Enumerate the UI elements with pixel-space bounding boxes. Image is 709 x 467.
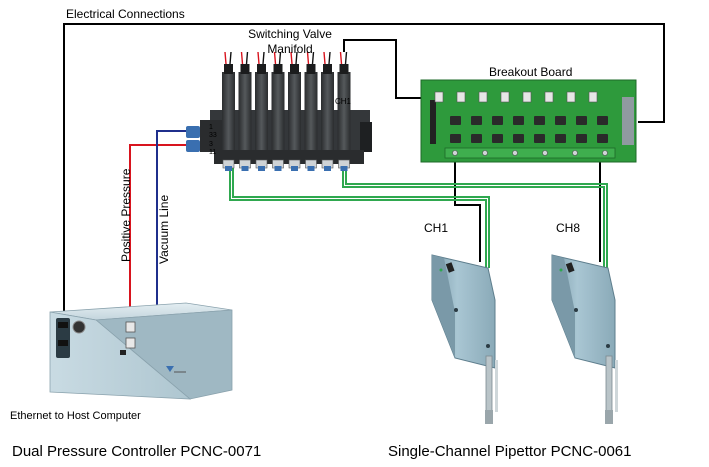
valve-fitting-ring xyxy=(241,166,249,171)
valve-fitting-ring xyxy=(258,166,265,171)
ch8-label: CH8 xyxy=(556,221,580,235)
valve-connector xyxy=(306,64,316,74)
positive-pressure-label: Positive Pressure xyxy=(119,168,133,262)
switching-valve-label-line2: Manifold xyxy=(267,42,312,56)
board-port xyxy=(513,134,524,143)
board-port xyxy=(450,116,461,125)
valve-wire xyxy=(245,51,249,65)
board-header-connector xyxy=(566,91,576,103)
valve-connector xyxy=(323,64,332,74)
breakout-board-label: Breakout Board xyxy=(489,65,572,79)
valve-body xyxy=(238,72,252,152)
valve-wire xyxy=(323,51,326,65)
port-11-label: 11 xyxy=(209,149,216,156)
port-1-label: 1 xyxy=(209,124,213,131)
valve-body xyxy=(321,72,334,152)
valve-wire xyxy=(295,51,298,65)
board-screw xyxy=(572,150,578,156)
valve-connector xyxy=(224,64,233,74)
board-screw xyxy=(602,150,608,156)
valve-fitting-ring xyxy=(307,166,315,171)
manifold-to-board-wire xyxy=(343,39,431,99)
valve-body xyxy=(288,72,301,152)
valve-body xyxy=(337,72,351,152)
board-port xyxy=(492,116,503,125)
valve-fitting-ring xyxy=(340,166,348,171)
valve-wire xyxy=(229,51,232,65)
board-port xyxy=(555,116,566,125)
manifold-ch1-label: CH1 xyxy=(335,97,352,106)
valve-body xyxy=(255,72,268,152)
valve-connector xyxy=(240,64,250,74)
valve-wire xyxy=(262,51,265,65)
valve-wire xyxy=(273,51,277,65)
vacuum-line-label: Vacuum Line xyxy=(157,195,171,264)
electrical-wire xyxy=(63,23,665,324)
valve-body xyxy=(271,72,285,152)
valve-wire xyxy=(344,51,348,65)
valve-wire xyxy=(257,51,260,65)
breakout-board xyxy=(420,79,637,163)
board-port xyxy=(471,134,482,143)
switching-valve-label-line1: Switching Valve xyxy=(248,27,332,41)
valve-fitting-ring xyxy=(225,166,232,171)
valve-wire xyxy=(278,51,282,65)
board-header-connector xyxy=(544,91,554,103)
board-header-connector xyxy=(500,91,510,103)
valve-wire xyxy=(240,51,244,65)
valve-fitting-ring xyxy=(324,166,331,171)
valve-fitting-ring xyxy=(274,166,282,171)
valve-connector xyxy=(257,64,266,74)
board-port xyxy=(597,134,608,143)
pipettor-caption: Single-Channel Pipettor PCNC-0061 xyxy=(388,443,631,460)
switching-valve-manifold xyxy=(186,51,372,171)
port-33-label: 33 xyxy=(209,132,217,139)
board-port xyxy=(450,134,461,143)
port-3-label: 3 xyxy=(209,141,213,148)
positive-pressure-line xyxy=(129,144,190,327)
ch1-label: CH1 xyxy=(424,221,448,235)
board-port xyxy=(471,116,482,125)
board-port xyxy=(492,134,503,143)
board-header-connector xyxy=(588,91,598,103)
board-header-connector xyxy=(456,91,466,103)
board-header-connector xyxy=(478,91,488,103)
valve-wire xyxy=(328,51,331,65)
board-to-ch1-wire xyxy=(454,148,481,262)
valve-body xyxy=(304,72,318,152)
board-port xyxy=(534,116,545,125)
electrical-connections-label: Electrical Connections xyxy=(66,7,185,21)
green-tube-ch8 xyxy=(342,168,608,268)
valve-connector xyxy=(273,64,283,74)
board-port xyxy=(555,134,566,143)
valve-wire xyxy=(290,51,293,65)
pressure-controller-unit xyxy=(49,302,233,400)
board-screw xyxy=(512,150,518,156)
single-channel-pipettor-ch8 xyxy=(551,254,618,424)
board-header-connector xyxy=(522,91,532,103)
valve-body xyxy=(222,72,235,152)
valve-wire xyxy=(339,51,343,65)
board-port xyxy=(576,134,587,143)
board-port xyxy=(513,116,524,125)
valve-wire xyxy=(306,51,310,65)
ethernet-label: Ethernet to Host Computer xyxy=(10,410,141,422)
board-screw xyxy=(542,150,548,156)
valve-wire xyxy=(224,51,227,65)
board-screw xyxy=(452,150,458,156)
board-port xyxy=(534,134,545,143)
board-screw xyxy=(482,150,488,156)
valve-fitting-ring xyxy=(291,166,298,171)
board-header-connector xyxy=(434,91,444,103)
controller-caption: Dual Pressure Controller PCNC-0071 xyxy=(12,443,261,460)
board-port xyxy=(576,116,587,125)
green-tube-ch1 xyxy=(229,168,490,268)
single-channel-pipettor-ch1 xyxy=(431,254,498,424)
valve-connector xyxy=(339,64,349,74)
valve-connector xyxy=(290,64,299,74)
board-port xyxy=(597,116,608,125)
valve-wire xyxy=(311,51,315,65)
